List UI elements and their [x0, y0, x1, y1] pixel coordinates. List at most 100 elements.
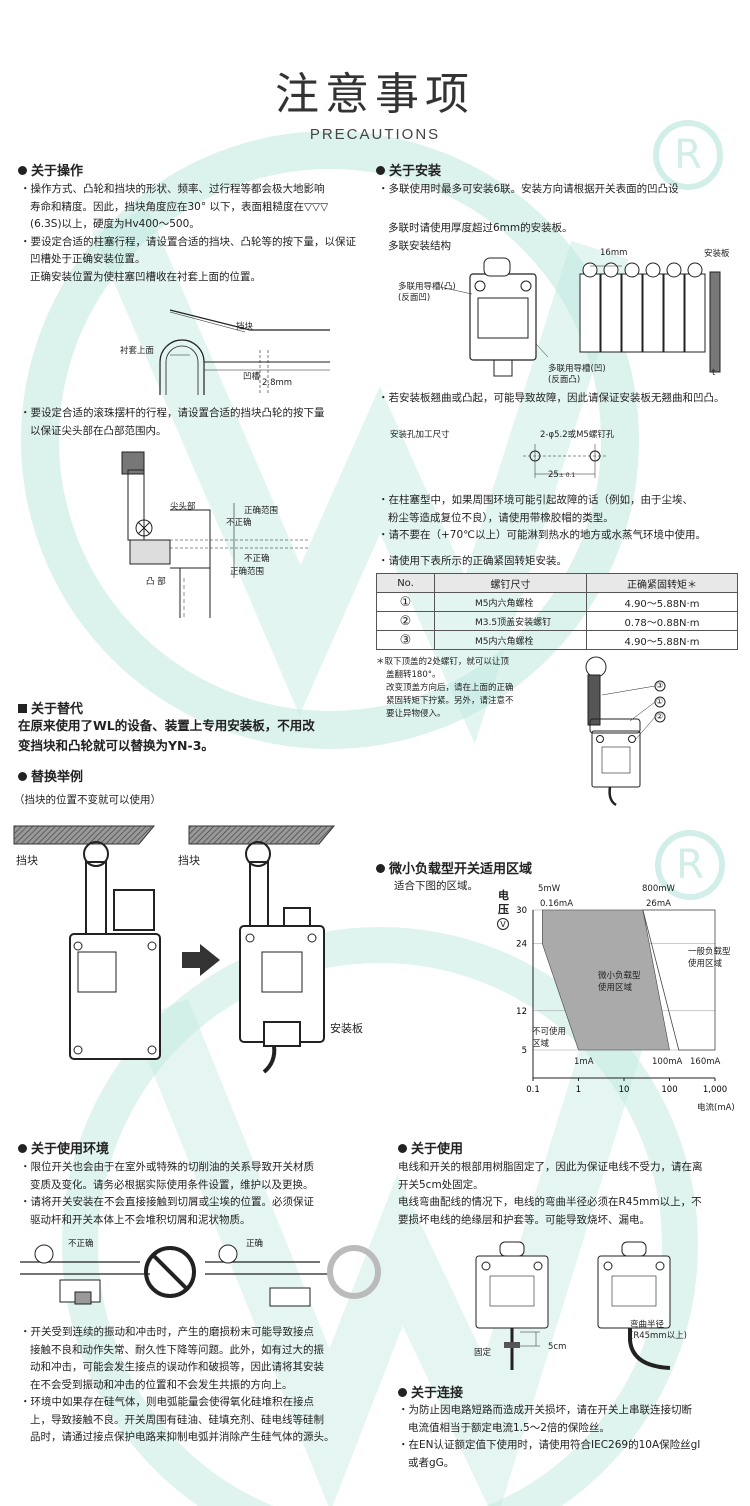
callout-3: ②	[656, 712, 664, 721]
ganged-switch-body	[684, 273, 706, 353]
label-t: t	[712, 368, 716, 378]
installation-text-4: ・在柱塞型中，如果周围环境可能引起故障的话（例如，由于尘埃、 粉尘等造成复位不良…	[378, 494, 706, 541]
environment-text-2: ・开关受到连续的振动和冲击时，产生的磨损粉末可能导致接点 接触不良和动作失常、耐…	[20, 1326, 335, 1443]
page-subtitle: PRECAUTIONS	[309, 126, 441, 143]
label-mount-plate-replacement: 安装板	[330, 1022, 363, 1035]
table-cell: ③	[376, 630, 435, 650]
wire-fixing-diagram	[475, 1241, 671, 1370]
x-ticks: 0.1 1 10 100 1,000	[526, 1078, 727, 1095]
hole-spec: 2-φ5.2或M5螺钉孔	[540, 430, 615, 440]
chart-xlabel: 电流(mA)	[697, 1103, 735, 1113]
installation-heading: 关于安装	[376, 160, 441, 179]
hole-label: 安装孔加工尺寸	[390, 430, 450, 440]
x-tick-label: 1,000	[703, 1085, 727, 1095]
label-incorrect: 不正确	[68, 1239, 94, 1249]
usage-heading: 关于使用	[398, 1138, 463, 1157]
table-cell: 4.90～5.88N·m	[586, 592, 738, 612]
table-cell: M3.5顶盖安装螺钉	[434, 611, 587, 631]
table-row: ① M5内六角螺栓 4.90～5.88N·m	[376, 592, 738, 612]
label-mount-plate: 安装板	[704, 249, 730, 259]
y-tick-label: 24	[516, 940, 527, 950]
table-row: ② M3.5顶盖安装螺钉 0.78～0.88N·m	[376, 611, 738, 631]
multi-mount-diagram	[439, 257, 721, 377]
micro-load-desc: 适合下图的区域。	[394, 880, 478, 892]
label-block-left: 挡块	[16, 854, 38, 867]
chart-ylabel-2: 压	[498, 903, 509, 916]
environment-text-1: ・限位开关也会由于在室外或特殊的切削油的关系导致开关材质 变质及变化。请务必根据…	[20, 1161, 314, 1226]
ganged-switch-body	[579, 273, 601, 353]
fig1-label-bushing: 衬套上面	[120, 346, 155, 356]
label-guide-convex-sub: (反面凹)	[398, 293, 431, 303]
replacement-example-note: （挡块的位置不变就可以使用）	[14, 794, 161, 806]
label-block-right: 挡块	[178, 854, 200, 867]
label-bend-2: (R45mm以上)	[630, 1331, 687, 1341]
ganged-switch-plunger	[624, 262, 640, 278]
ganged-switches	[579, 262, 706, 353]
operation-text-1: ・操作方式、凸轮和挡块的形状、频率、过行程等都会极大地影响 寿命和精度。因此，挡…	[20, 183, 356, 283]
ganged-switch-body	[642, 273, 664, 353]
table-header: 螺钉尺寸	[434, 573, 587, 593]
label-16mm: 16mm	[600, 248, 628, 258]
label-800mw: 800mW	[642, 884, 675, 894]
table-header-row: No. 螺钉尺寸 正确紧固转矩＊	[376, 573, 738, 593]
replacement-heading: 关于替代	[18, 698, 83, 717]
y-tick-label: 12	[516, 1007, 527, 1017]
installation-text-3: ・若安装板翘曲或凸起，可能导致故障，因此请保证安装板无翘曲和凹凸。	[378, 392, 725, 404]
label-guide-convex: 多联用导槽(凸)	[398, 282, 456, 292]
table-header: 正确紧固转矩＊	[586, 573, 738, 593]
roller-lever-diagram	[121, 451, 310, 618]
micro-load-heading: 微小负载型开关适用区域	[376, 858, 532, 877]
y-tick-label: 30	[516, 906, 527, 916]
table-row: ③ M5内六角螺栓 4.90～5.88N·m	[376, 630, 738, 650]
ganged-switch-plunger	[687, 262, 703, 278]
label-100ma: 100mA	[652, 1057, 683, 1067]
ganged-switch-body	[621, 273, 643, 353]
connection-heading: 关于连接	[398, 1382, 463, 1401]
x-tick-label: 10	[619, 1085, 630, 1095]
fig1-label-block: 挡块	[236, 322, 254, 332]
fig2-label-incorrect-top: 不正确	[226, 518, 252, 528]
label-bend-1: 弯曲半径	[630, 1320, 665, 1330]
fig2-label-incorrect-bottom: 不正确	[244, 554, 270, 564]
y-tick-label: 5	[522, 1046, 527, 1056]
operation-text-2: ・要设定合适的滚珠摆杆的行程，请设置合适的挡块凸轮的按下量 以保证尖头部在凸部范…	[20, 407, 325, 437]
fig1-label-dim: 2.8mm	[262, 378, 293, 388]
micro-load-chart: 0.1 1 10 100 1,000 5 12 24 30	[516, 906, 727, 1095]
table-cell: ②	[376, 611, 435, 631]
installation-text-5: ・请使用下表所示的正确紧固转矩安装。	[378, 555, 567, 567]
usage-text: 电线和开关的根部用树脂固定了，因此为保证电线不受力，请在离 开关5cm处固定。 …	[398, 1161, 703, 1226]
x-tick-label: 1	[576, 1085, 581, 1095]
label-micro-region: 微小负载型使用区域	[598, 971, 641, 993]
micro-load-region	[541, 909, 670, 1051]
table-cell: M5内六角螺栓	[434, 630, 587, 650]
table-cell: 0.78～0.88N·m	[586, 611, 738, 631]
label-unusable-region: 不可使用区域	[532, 1027, 567, 1049]
fig2-label-cam: 凸 部	[146, 577, 166, 587]
environment-heading: 关于使用环境	[18, 1138, 109, 1157]
table-cell: 4.90～5.88N·m	[586, 630, 738, 650]
x-tick-label: 100	[661, 1085, 677, 1095]
replacement-diagram	[13, 825, 336, 1074]
fig2-label-correct-bottom: 正确范围	[230, 567, 265, 577]
environment-diagram	[20, 1244, 381, 1307]
chart-ylabel-1: 电	[498, 889, 509, 902]
label-correct: 正确	[246, 1239, 264, 1249]
torque-note: ＊取下顶盖的2处螺钉，就可以让顶 盖翻转180°。 改变顶盖方向后，请在上面的正…	[376, 657, 514, 719]
table-cell: ①	[376, 592, 435, 612]
label-26ma: 26mA	[646, 899, 671, 909]
ganged-switch-plunger	[645, 262, 661, 278]
label-5cm: 5cm	[548, 1342, 567, 1352]
x-tick-label: 0.1	[526, 1085, 540, 1095]
fig1-label-groove: 凹槽	[243, 372, 261, 382]
fig2-label-correct-top: 正确范围	[244, 506, 279, 516]
label-1ma: 1mA	[574, 1057, 594, 1067]
general-load-region	[642, 909, 716, 1051]
label-fix: 固定	[474, 1348, 492, 1358]
ganged-switch-plunger	[603, 262, 619, 278]
ganged-switch-plunger	[582, 262, 598, 278]
label-5mw: 5mW	[538, 884, 561, 894]
fig2-label-tip: 尖头部	[170, 502, 196, 512]
lever-switch-callout-diagram	[585, 656, 666, 807]
callout-2: ①	[656, 697, 664, 706]
installation-text-1: ・多联使用时最多可安装6联。安装方向请根据开关表面的凹凸设	[378, 183, 679, 195]
